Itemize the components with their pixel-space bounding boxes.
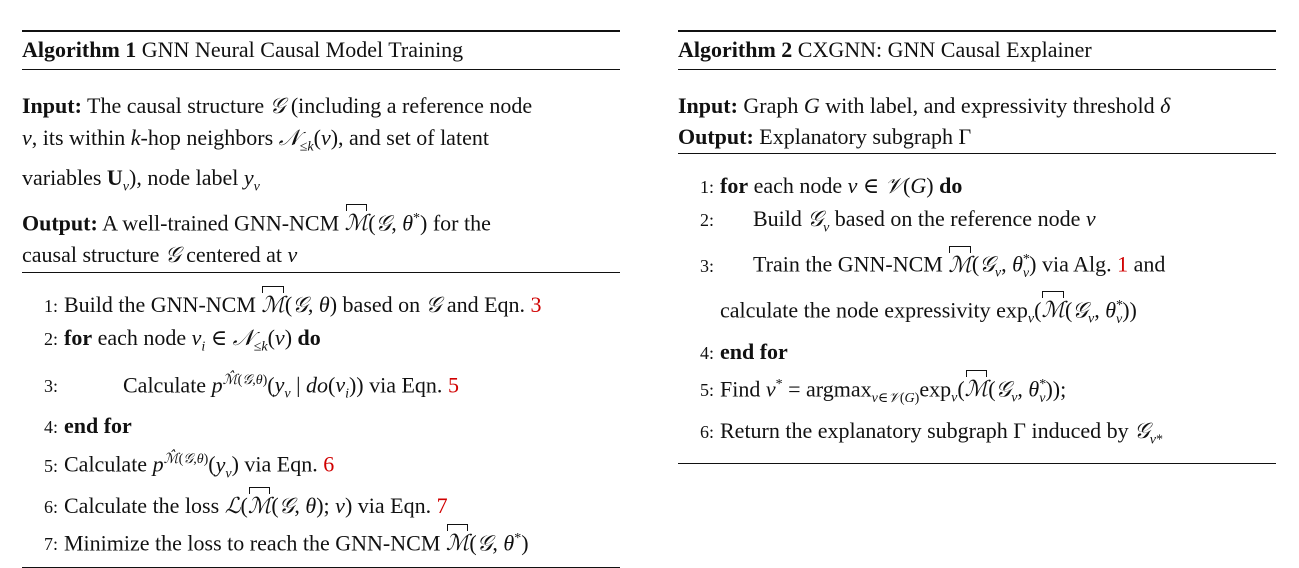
header-rule	[22, 272, 620, 274]
eqn-ref[interactable]: 5	[447, 371, 459, 397]
input-label: Input:	[678, 93, 738, 118]
header-rule	[678, 153, 1276, 154]
step-5: 5:Calculate pℳ̂(𝒢,θ)(yv) via Eqn. 6	[43, 451, 335, 481]
output-line: Output: Explanatory subgraph Γ	[678, 124, 972, 149]
input-line: Input: Graph G with label, and expressiv…	[678, 93, 1171, 118]
algorithm-name: CXGNN: GNN Causal Explainer	[797, 37, 1092, 62]
title-rule	[678, 69, 1276, 70]
input-output-section: Input: The causal structure 𝒢 (including…	[22, 70, 620, 272]
algorithm-title: Algorithm 1 GNN Neural Causal Model Trai…	[22, 32, 620, 69]
step-2: 2: Build 𝒢v based on the reference node …	[699, 206, 1096, 236]
algorithm-title: Algorithm 2 CXGNN: GNN Causal Explainer	[678, 32, 1276, 69]
algorithm-2-block: Algorithm 2 CXGNN: GNN Causal Explainer …	[678, 30, 1276, 464]
step-5: 5:Find v* = argmaxv∈𝒱(G)expv(ℳ(𝒢v, θ*v))…	[678, 369, 1276, 415]
step-1: 1:for each node v ∈ 𝒱(G) do	[699, 173, 963, 199]
eqn-ref[interactable]: 3	[530, 292, 542, 318]
step-4: 4:end for	[699, 338, 788, 364]
bottom-rule	[678, 462, 1276, 464]
input-output-section: Input: Graph G with label, and expressiv…	[678, 70, 1276, 153]
top-rule	[678, 30, 1276, 32]
output-line: Output: A well-trained GNN-NCM ℳ(𝒢, θ*) …	[22, 203, 620, 271]
algorithm-name: GNN Neural Causal Model Training	[141, 37, 464, 62]
algorithm-label: Algorithm 2	[678, 37, 793, 62]
algorithm-steps: 1:Build the GNN-NCM ℳ(𝒢, θ) based on 𝒢 a…	[22, 273, 620, 567]
step-4: 4:end for	[43, 413, 132, 439]
input-label: Input:	[22, 93, 82, 118]
eqn-ref[interactable]: 6	[323, 451, 335, 477]
step-6: 6:Calculate the loss ℒ(ℳ(𝒢, θ); v) via E…	[22, 486, 620, 523]
algorithm-1-block: Algorithm 1 GNN Neural Causal Model Trai…	[22, 30, 620, 568]
output-label: Output:	[678, 124, 754, 149]
algorithm-label: Algorithm 1	[22, 37, 137, 62]
step-7: 7:Minimize the loss to reach the GNN-NCM…	[22, 523, 620, 560]
title-rule	[22, 69, 620, 70]
output-label: Output:	[22, 210, 98, 236]
step-3-continuation: calculate the node expressivity expv(ℳ(𝒢…	[678, 290, 1276, 336]
step-3: 3: Train the GNN-NCM ℳ(𝒢v, θ*v) via Alg.…	[678, 244, 1276, 290]
step-3: 3: Calculate pℳ̂(𝒢,θ)(yv | do(vi)) via E…	[43, 371, 459, 402]
alg-ref[interactable]: 1	[1117, 251, 1129, 277]
step-2: 2:for each node vi ∈ 𝒩≤k(v) do	[43, 325, 321, 355]
step-1: 1:Build the GNN-NCM ℳ(𝒢, θ) based on 𝒢 a…	[22, 286, 620, 322]
eqn-ref[interactable]: 7	[436, 492, 448, 518]
step-6: 6:Return the explanatory subgraph Γ indu…	[699, 417, 1164, 447]
input-line: Input: The causal structure 𝒢 (including…	[22, 93, 533, 195]
top-rule	[22, 30, 620, 32]
algorithm-steps: 1:for each node v ∈ 𝒱(G) do 2: Build 𝒢v …	[678, 154, 1276, 463]
